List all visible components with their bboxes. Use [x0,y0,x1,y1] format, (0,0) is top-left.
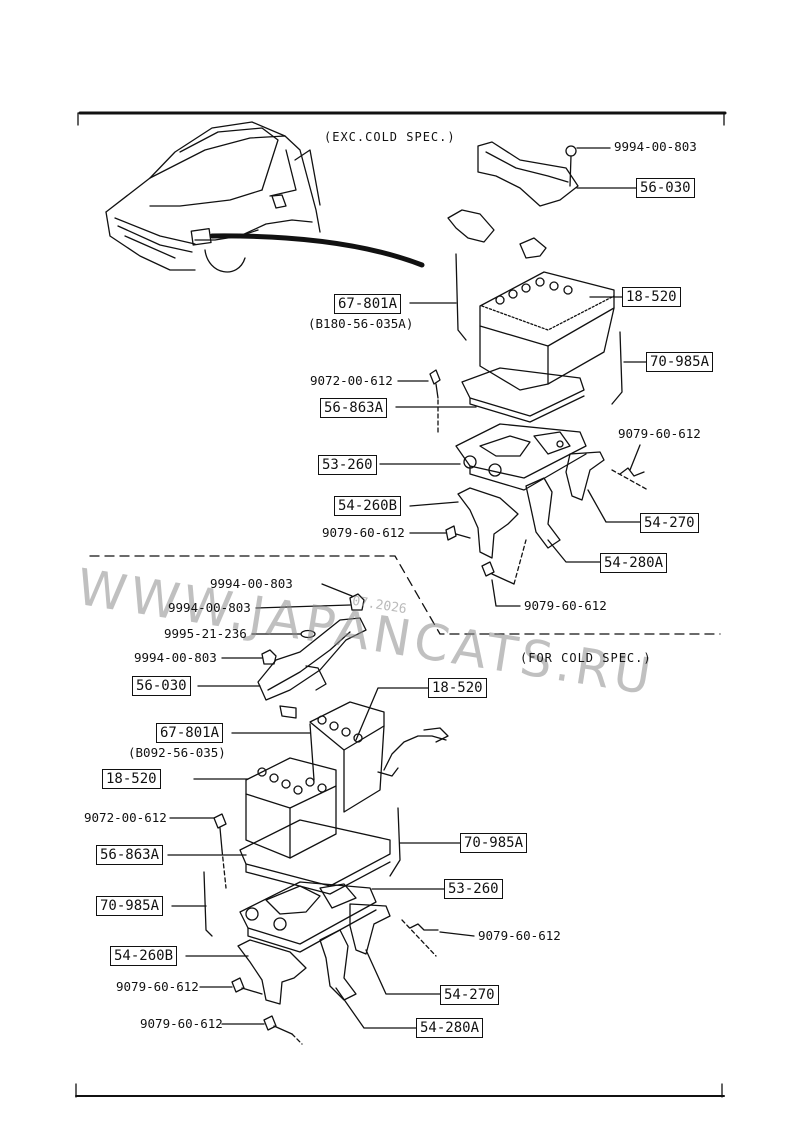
part-9079-60-612-right[interactable]: 9079-60-612 [618,426,701,441]
part-54-280a[interactable]: 54-280A [600,553,668,573]
car-illustration [105,121,321,273]
part-67-801a-bottom[interactable]: 67-801A [156,723,224,743]
note-for-cold-spec: (FOR COLD SPEC.) [520,651,652,665]
part-67-801a-alt-bottom: (B092-56-035) [128,745,226,760]
part-67-801a-alt: (B180-56-035A) [308,316,414,331]
part-54-280a-bottom[interactable]: 54-280A [416,1018,484,1038]
part-54-260b-bottom[interactable]: 54-260B [110,946,178,966]
part-9079-60-612-left[interactable]: 9079-60-612 [322,525,405,540]
part-18-520[interactable]: 18-520 [622,287,681,307]
part-67-801a[interactable]: 67-801A [334,294,402,314]
part-54-260b[interactable]: 54-260B [334,496,402,516]
battery-front [245,757,337,859]
part-53-260-bottom[interactable]: 53-260 [444,879,503,899]
part-56-030-bottom[interactable]: 56-030 [132,676,191,696]
part-9079-60-612-bottom[interactable]: 9079-60-612 [524,598,607,613]
part-18-520-bottom-left[interactable]: 18-520 [102,769,161,789]
part-9994-00-803-c[interactable]: 9994-00-803 [134,650,217,665]
part-70-985a-bottom-left[interactable]: 70-985A [96,896,164,916]
part-70-985a[interactable]: 70-985A [646,352,714,372]
part-9072-00-612-bottom[interactable]: 9072-00-612 [84,810,167,825]
part-56-863a[interactable]: 56-863A [320,398,388,418]
battery-tray-top [455,423,587,491]
part-9079-60-612-bottom-right[interactable]: 9079-60-612 [478,928,561,943]
battery-back [309,701,385,813]
battery-tray-bottom [239,881,377,953]
part-9072-00-612[interactable]: 9072-00-612 [310,373,393,388]
part-53-260[interactable]: 53-260 [318,455,377,475]
part-9994-00-803-b[interactable]: 9994-00-803 [168,600,251,615]
part-9994-00-803-a[interactable]: 9994-00-803 [210,576,293,591]
part-56-030[interactable]: 56-030 [636,178,695,198]
part-56-863a-bottom[interactable]: 56-863A [96,845,164,865]
part-9994-00-803[interactable]: 9994-00-803 [614,139,697,154]
part-54-270-bottom[interactable]: 54-270 [440,985,499,1005]
part-9995-21-236[interactable]: 9995-21-236 [164,626,247,641]
part-54-270[interactable]: 54-270 [640,513,699,533]
part-70-985a-bottom-right[interactable]: 70-985A [460,833,528,853]
battery-top [479,271,615,391]
note-exc-cold-spec: (EXC.COLD SPEC.) [324,130,456,144]
part-9079-60-612-bottom-left1[interactable]: 9079-60-612 [116,979,199,994]
part-9079-60-612-bottom-left2[interactable]: 9079-60-612 [140,1016,223,1031]
part-18-520-bottom-top[interactable]: 18-520 [428,678,487,698]
